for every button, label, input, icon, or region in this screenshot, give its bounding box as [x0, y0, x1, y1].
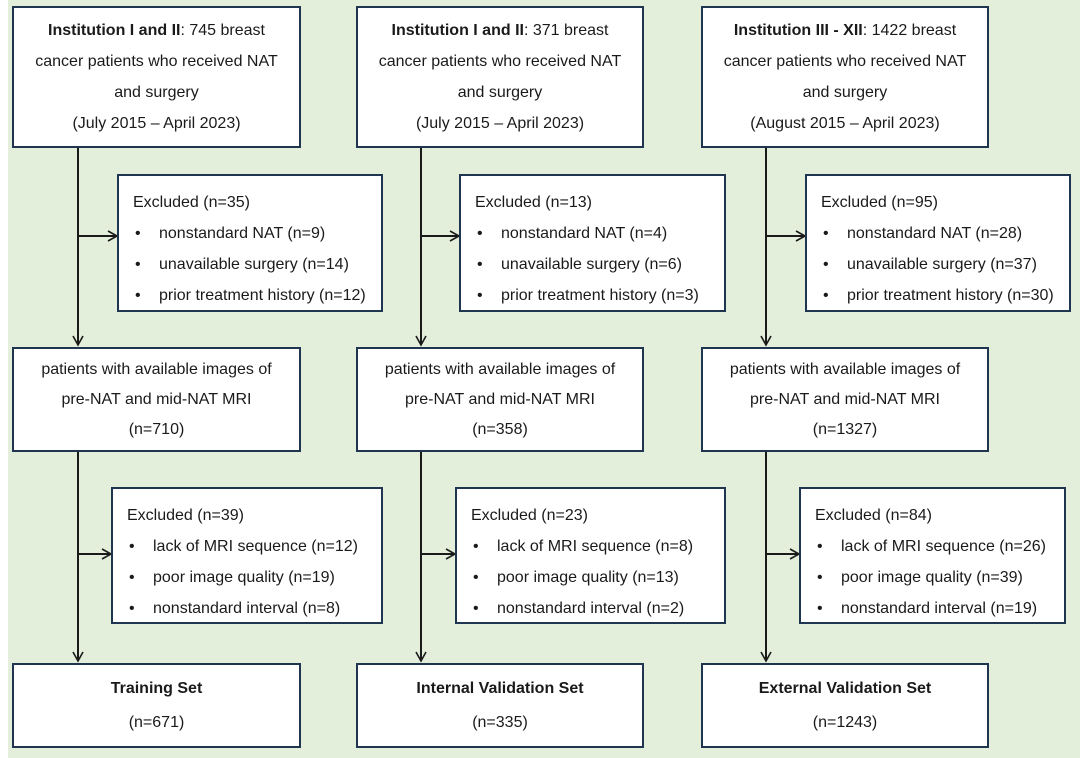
exclusion-item: •prior treatment history (n=3)	[477, 287, 699, 304]
final-set-title: Training Set	[110, 679, 203, 697]
exclusion-item: •prior treatment history (n=12)	[135, 287, 366, 304]
institution-label: Institution I and II	[391, 22, 524, 39]
exclusion-item: •nonstandard interval (n=19)	[817, 600, 1038, 617]
source-description: cancer patients who received NAT	[35, 53, 278, 70]
exclusion-item: •nonstandard NAT (n=9)	[135, 225, 326, 242]
available-count: (n=1327)	[812, 420, 878, 438]
exclusion-item: •lack of MRI sequence (n=26)	[817, 538, 1046, 555]
final-set-count: (n=671)	[128, 713, 185, 731]
available-box-1: patients with available images of pre-NA…	[12, 347, 301, 452]
study-period: (July 2015 – April 2023)	[72, 115, 241, 132]
exclusion-box-1a: Excluded (n=35) •nonstandard NAT (n=9) •…	[117, 174, 383, 312]
source-box-3: Institution III - XII: 1422 breast cance…	[701, 6, 989, 148]
exclusion-item: •unavailable surgery (n=14)	[135, 256, 349, 273]
available-box-3: patients with available images of pre-NA…	[701, 347, 989, 452]
final-box-2: Internal Validation Set (n=335)	[356, 663, 644, 748]
available-description: pre-NAT and mid-NAT MRI	[61, 390, 252, 408]
institution-label: Institution III - XII	[733, 22, 863, 39]
final-set-title: Internal Validation Set	[416, 679, 584, 697]
exclusion-box-2b: Excluded (n=23) •lack of MRI sequence (n…	[455, 487, 726, 624]
exclusion-title: Excluded (n=95)	[821, 194, 938, 211]
exclusion-title: Excluded (n=23)	[471, 507, 588, 524]
final-box-3: External Validation Set (n=1243)	[701, 663, 989, 748]
source-box-1: Institution I and II: 745 breast cancer …	[12, 6, 301, 148]
institution-label: Institution I and II	[48, 22, 181, 39]
available-count: (n=710)	[128, 420, 185, 438]
exclusion-item: •prior treatment history (n=30)	[823, 287, 1054, 304]
exclusion-title: Excluded (n=13)	[475, 194, 592, 211]
exclusion-item: •unavailable surgery (n=6)	[477, 256, 682, 273]
source-description: cancer patients who received NAT	[378, 53, 622, 70]
final-set-count: (n=335)	[472, 713, 528, 731]
exclusion-title: Excluded (n=39)	[127, 507, 244, 524]
exclusion-item: •nonstandard NAT (n=4)	[477, 225, 668, 242]
exclusion-item: •poor image quality (n=13)	[473, 569, 679, 586]
exclusion-box-1b: Excluded (n=39) •lack of MRI sequence (n…	[111, 487, 383, 624]
exclusion-title: Excluded (n=84)	[815, 507, 932, 524]
available-description: patients with available images of	[41, 360, 272, 378]
available-description: pre-NAT and mid-NAT MRI	[750, 390, 940, 408]
source-description: cancer patients who received NAT	[723, 53, 967, 70]
exclusion-item: •poor image quality (n=19)	[129, 569, 335, 586]
study-period: (July 2015 – April 2023)	[415, 115, 585, 132]
patient-count: : 371 breast	[523, 22, 609, 39]
study-period: (August 2015 – April 2023)	[750, 115, 940, 132]
exclusion-item: •nonstandard NAT (n=28)	[823, 225, 1023, 242]
source-description: and surgery	[457, 84, 543, 101]
patient-count: : 745 breast	[180, 22, 265, 39]
exclusion-box-2a: Excluded (n=13) •nonstandard NAT (n=4) •…	[459, 174, 726, 312]
available-box-2: patients with available images of pre-NA…	[356, 347, 644, 452]
final-box-1: Training Set (n=671)	[12, 663, 301, 748]
exclusion-item: •poor image quality (n=39)	[817, 569, 1023, 586]
exclusion-box-3a: Excluded (n=95) •nonstandard NAT (n=28) …	[805, 174, 1071, 312]
source-description: and surgery	[802, 84, 888, 101]
available-description: patients with available images of	[384, 360, 616, 378]
patient-count: : 1422 breast	[862, 22, 957, 39]
exclusion-item: •unavailable surgery (n=37)	[823, 256, 1037, 273]
exclusion-title: Excluded (n=35)	[133, 194, 250, 211]
available-description: pre-NAT and mid-NAT MRI	[405, 390, 595, 408]
available-description: patients with available images of	[729, 360, 961, 378]
final-set-title: External Validation Set	[758, 679, 932, 697]
final-set-count: (n=1243)	[812, 713, 878, 731]
exclusion-item: •nonstandard interval (n=8)	[129, 600, 341, 617]
exclusion-box-3b: Excluded (n=84) •lack of MRI sequence (n…	[799, 487, 1066, 624]
source-description: and surgery	[114, 84, 199, 101]
exclusion-item: •lack of MRI sequence (n=12)	[129, 538, 358, 555]
available-count: (n=358)	[472, 420, 528, 438]
exclusion-item: •lack of MRI sequence (n=8)	[473, 538, 694, 555]
exclusion-item: •nonstandard interval (n=2)	[473, 600, 685, 617]
source-box-2: Institution I and II: 371 breast cancer …	[356, 6, 644, 148]
